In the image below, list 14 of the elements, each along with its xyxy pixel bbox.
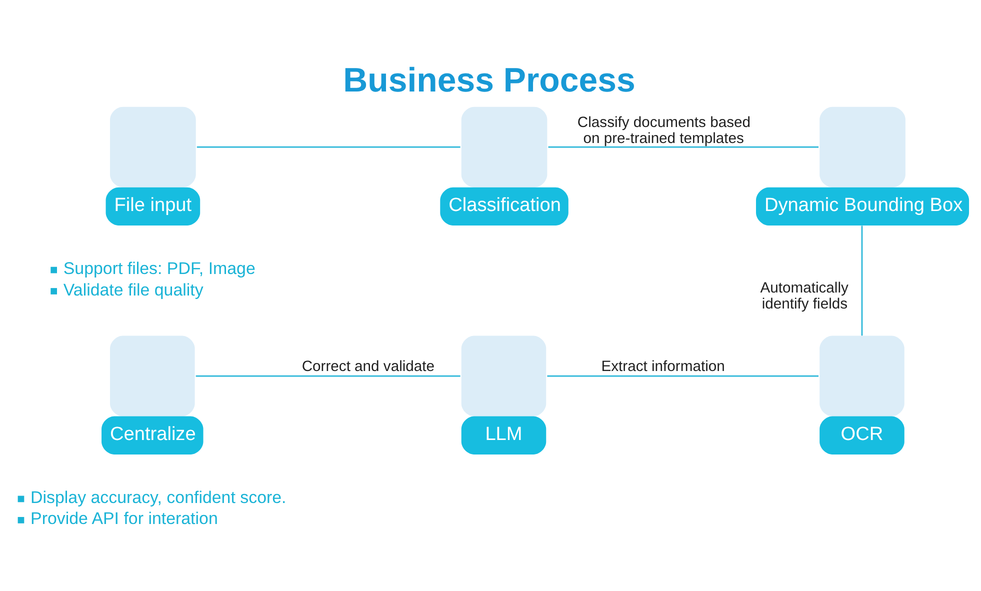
diagram-title: Business Process bbox=[343, 61, 636, 100]
node-label: Provide API for interation bbox=[30, 508, 218, 528]
connector bbox=[861, 225, 863, 336]
connector bbox=[548, 146, 819, 148]
edge-label: Automatically identify fields bbox=[760, 280, 848, 312]
connector bbox=[547, 374, 819, 376]
connector bbox=[196, 374, 460, 376]
edge-label: Extract information bbox=[601, 358, 725, 374]
connector bbox=[196, 146, 460, 148]
edge-label: Correct and validate bbox=[302, 358, 435, 374]
node-label: Support files: PDF, Image bbox=[63, 258, 256, 278]
edge-label: Classify documents based on pre-trained templates bbox=[577, 114, 751, 147]
node-label: Validate file quality bbox=[63, 280, 204, 299]
node-label: Display accuracy, confident score. bbox=[30, 487, 286, 506]
